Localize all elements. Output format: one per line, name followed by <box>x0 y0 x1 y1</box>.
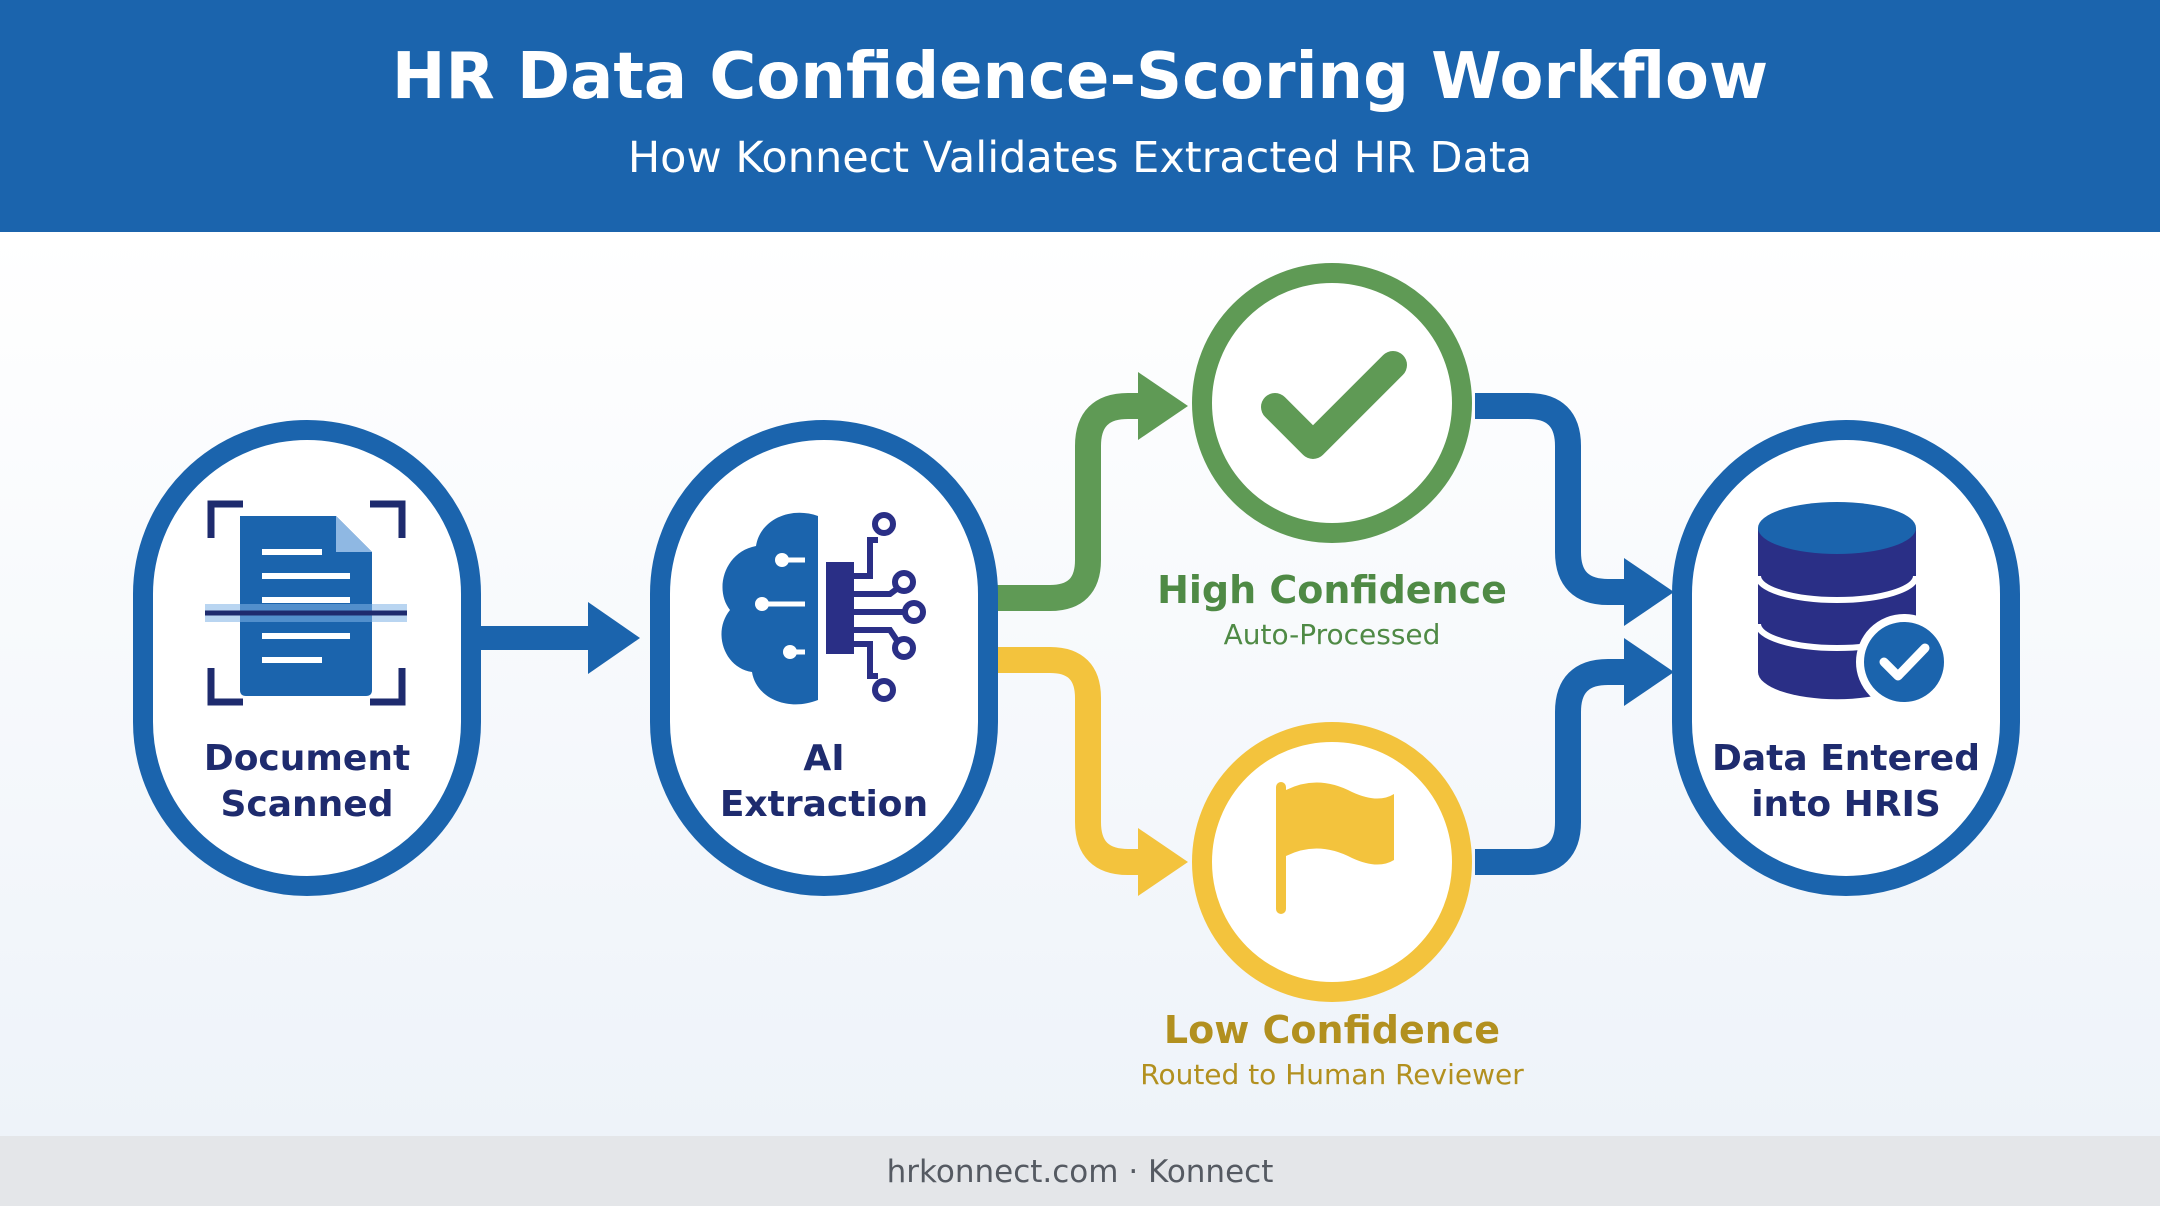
node-label-ai-line1: AI <box>803 738 845 779</box>
diagram-area: Document Scanned AI Extraction Data Ente… <box>0 232 2160 1136</box>
node-document-scanned <box>133 420 481 896</box>
connector-low-to-hris <box>1475 638 1674 875</box>
low-confidence-subtitle: Routed to Human Reviewer <box>1140 1058 1524 1091</box>
header-banner: HR Data Confidence-Scoring Workflow How … <box>0 0 2160 232</box>
node-label-ai: AI Extraction <box>664 736 984 828</box>
connector-high-to-hris <box>1475 393 1674 626</box>
page-subtitle: How Konnect Validates Extracted HR Data <box>627 133 1533 183</box>
node-label-hris: Data Entered into HRIS <box>1686 736 2006 828</box>
scanned-document-icon <box>205 500 407 706</box>
high-confidence-title: High Confidence <box>1157 568 1507 612</box>
node-label-document-line1: Document <box>203 738 411 779</box>
footer-text: hrkonnect.com · Konnect <box>886 1154 1274 1190</box>
node-label-ai-line2: Extraction <box>719 784 929 825</box>
connector-ai-to-low <box>996 647 1188 896</box>
node-label-hris-line1: Data Entered <box>1712 738 1980 779</box>
low-confidence-title: Low Confidence <box>1163 1008 1501 1052</box>
node-low-confidence <box>1192 722 1472 1002</box>
node-high-confidence <box>1192 263 1472 543</box>
connector-ai-to-high <box>996 372 1188 611</box>
node-label-document-line2: Scanned <box>220 784 394 825</box>
node-label-document: Document Scanned <box>147 736 467 828</box>
node-ai-extraction <box>650 420 998 896</box>
workflow-diagram <box>133 263 2020 1002</box>
checkmark-icon <box>1261 351 1407 459</box>
high-confidence-subtitle: Auto-Processed <box>1223 618 1441 651</box>
node-label-hris-line2: into HRIS <box>1751 784 1941 825</box>
footer-bar: hrkonnect.com · Konnect <box>0 1136 2160 1206</box>
connector-doc-to-ai <box>478 602 640 674</box>
ai-brain-chip-icon <box>721 512 926 705</box>
page-title: HR Data Confidence-Scoring Workflow <box>391 40 1769 114</box>
flag-icon <box>1276 782 1394 914</box>
database-check-icon <box>1755 502 1952 710</box>
node-data-entered-hris <box>1672 420 2020 896</box>
